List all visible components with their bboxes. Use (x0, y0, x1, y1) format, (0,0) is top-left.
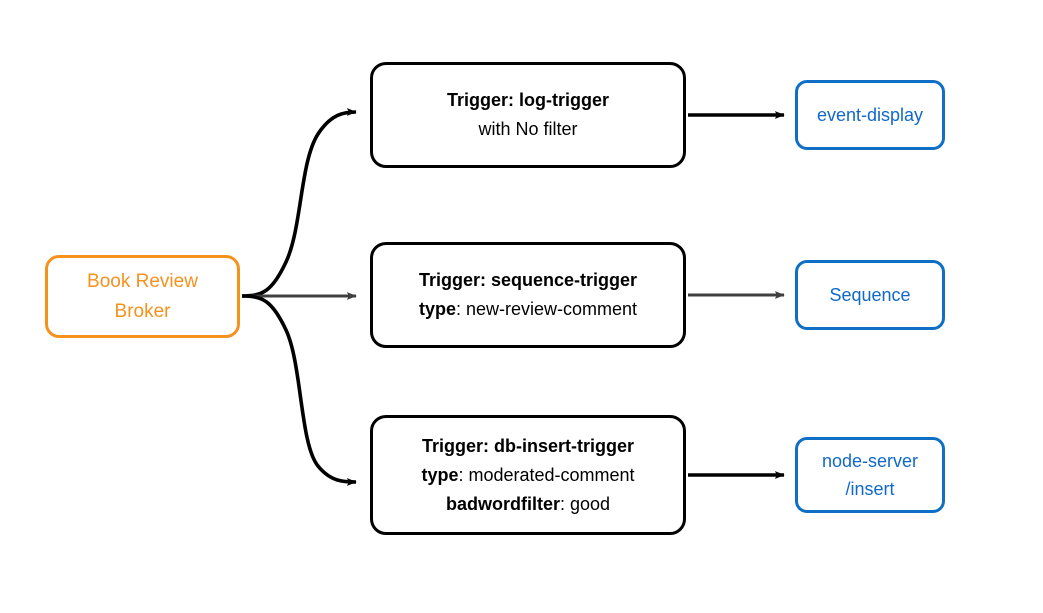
node-trigger-log-trigger[interactable]: Trigger: log-trigger with No filter (370, 62, 686, 168)
sequence-trigger-type-value: : new-review-comment (455, 299, 638, 319)
node-service-sequence[interactable]: Sequence (795, 260, 945, 330)
db-insert-trigger-type-row: type: moderated-comment (421, 461, 634, 490)
db-insert-trigger-title: Trigger: db-insert-trigger (421, 435, 634, 456)
db-insert-trigger-badwordfilter-row: badwordfilter: good (446, 490, 610, 519)
node-service-event-display[interactable]: event-display (795, 80, 945, 150)
node-trigger-db-insert-trigger[interactable]: Trigger: db-insert-trigger type: moderat… (370, 415, 686, 535)
sequence-trigger-type-key: type (418, 299, 456, 319)
edge-broker-to-log-trigger (241, 108, 357, 298)
db-insert-trigger-badwordfilter-value: : good (559, 493, 611, 514)
event-display-label: event-display (816, 105, 924, 125)
edge-broker-to-db-insert-trigger (241, 294, 357, 486)
sequence-trigger-title: Trigger: sequence-trigger (418, 270, 638, 290)
node-book-review-broker[interactable]: Book Review Broker (45, 255, 240, 338)
node-server-label-line1: node-server (821, 451, 919, 471)
db-insert-trigger-badwordfilter-key: badwordfilter (445, 493, 560, 514)
node-server-label-line2: /insert (845, 479, 895, 499)
db-insert-trigger-type-key: type (421, 464, 459, 485)
broker-label-line1: Book Review (87, 270, 198, 292)
node-service-node-server[interactable]: node-server /insert (795, 437, 945, 513)
log-trigger-title: Trigger: log-trigger (447, 90, 609, 110)
node-trigger-sequence-trigger[interactable]: Trigger: sequence-trigger type: new-revi… (370, 242, 686, 348)
db-insert-trigger-type-value: : moderated-comment (458, 464, 635, 485)
log-trigger-filter: with No filter (478, 119, 578, 139)
sequence-label: Sequence (829, 285, 911, 305)
sequence-trigger-type-row: type: new-review-comment (419, 295, 637, 324)
broker-label-line2: Broker (114, 300, 171, 322)
